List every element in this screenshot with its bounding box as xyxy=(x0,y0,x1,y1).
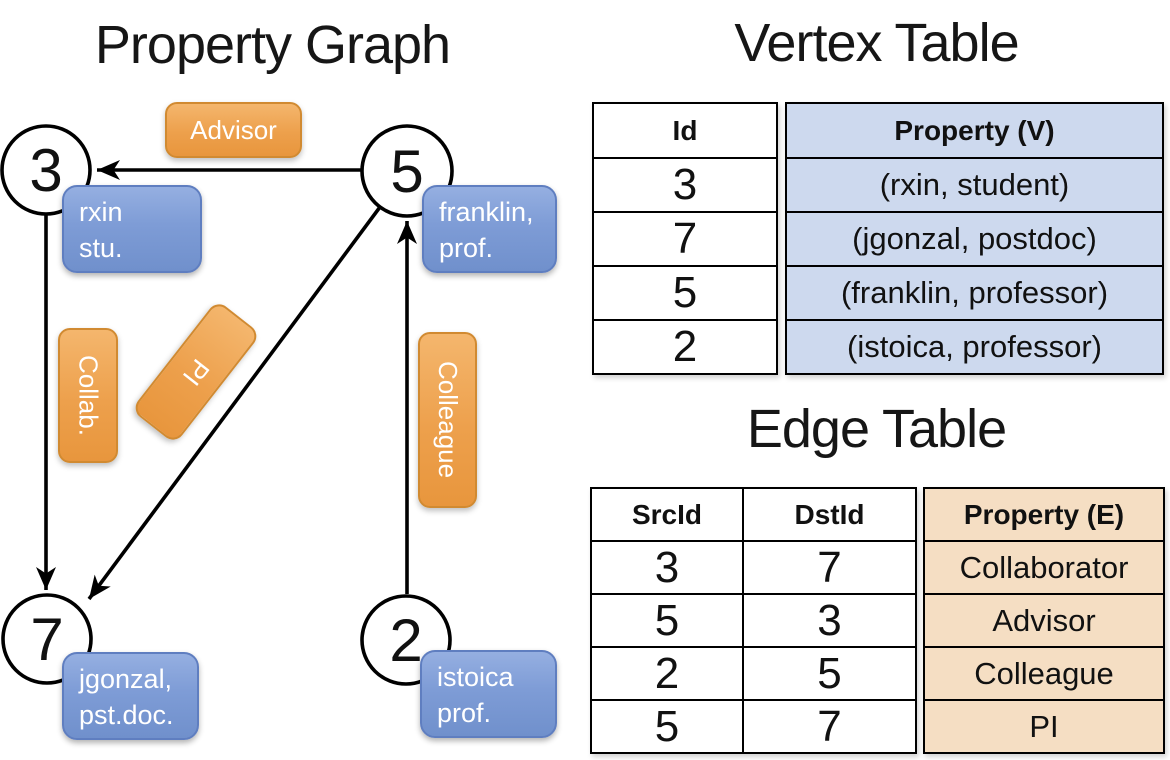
vertex-table-title: Vertex Table xyxy=(734,13,1019,73)
edge-table-header-property: Property (E) xyxy=(963,498,1125,530)
edge-label-advisor: Advisor xyxy=(165,102,302,158)
vertex-table-id-cell: 3 xyxy=(594,157,776,211)
edge-table-header-srcid: SrcId xyxy=(631,498,703,530)
node-3-property-box: rxin stu. xyxy=(62,185,202,273)
node-2-property-box: istoica prof. xyxy=(420,650,557,738)
node-7-property-line2: pst.doc. xyxy=(79,700,174,731)
node-2-property-line1: istoica xyxy=(437,662,514,692)
edge-table-title: Edge Table xyxy=(746,399,1007,459)
vertex-table-header-property: Property (V) xyxy=(894,114,1055,146)
vertex-table-id-cell: 7 xyxy=(594,211,776,265)
edge-table-src-cell: 5 xyxy=(654,701,680,751)
vertex-table-header-id: Id xyxy=(672,114,698,146)
edge-table-dst-cell: 3 xyxy=(742,595,915,646)
edge-table-id-columns: SrcId DstId 3 7 5 3 2 5 5 7 xyxy=(590,487,917,754)
vertex-table-id-cell: 5 xyxy=(594,265,776,319)
edge-label-collab: Collab. xyxy=(58,328,118,463)
edge-table-property-column: Property (E) Collaborator Advisor Collea… xyxy=(923,487,1165,754)
node-5-property-line2: prof. xyxy=(439,233,494,264)
vertex-table-property-column: Property (V) (rxin, student) (jgonzal, p… xyxy=(785,102,1164,375)
vertex-table-property-cell: (rxin, student) xyxy=(787,157,1162,211)
vertex-table-property-cell: (istoica, professor) xyxy=(787,319,1162,373)
node-3-property-line2: stu. xyxy=(79,233,123,264)
edge-table-dst-cell: 7 xyxy=(742,542,915,593)
vertex-table-property-cell: (jgonzal, postdoc) xyxy=(787,211,1162,265)
node-5-property-line1: franklin, xyxy=(439,197,534,227)
property-graph-title: Property Graph xyxy=(94,15,451,75)
edge-table-property-cell: PI xyxy=(925,699,1163,752)
edge-table-src-cell: 2 xyxy=(654,648,680,698)
node-3-property-line1: rxin xyxy=(79,197,123,227)
vertex-table-id-cell: 2 xyxy=(594,319,776,373)
edge-pi-arrow xyxy=(87,205,382,601)
edge-table-property-cell: Advisor xyxy=(925,593,1163,646)
edge-label-colleague: Colleague xyxy=(418,332,477,508)
edge-table-header-dstid: DstId xyxy=(742,489,915,540)
edge-table-property-cell: Colleague xyxy=(925,646,1163,699)
edge-table-property-cell: Collaborator xyxy=(925,540,1163,593)
edge-table-dst-cell: 7 xyxy=(742,701,915,752)
edge-table-src-cell: 3 xyxy=(654,542,680,592)
vertex-table-property-cell: (franklin, professor) xyxy=(787,265,1162,319)
node-2-property-line2: prof. xyxy=(437,698,492,729)
vertex-table-id-column: Id 3 7 5 2 xyxy=(592,102,778,375)
node-7-property-box: jgonzal, pst.doc. xyxy=(62,652,199,740)
edge-table-dst-cell: 5 xyxy=(742,648,915,699)
node-5-property-box: franklin, prof. xyxy=(422,185,557,273)
node-7-property-line1: jgonzal, xyxy=(79,664,173,694)
edge-table-src-cell: 5 xyxy=(654,595,680,645)
